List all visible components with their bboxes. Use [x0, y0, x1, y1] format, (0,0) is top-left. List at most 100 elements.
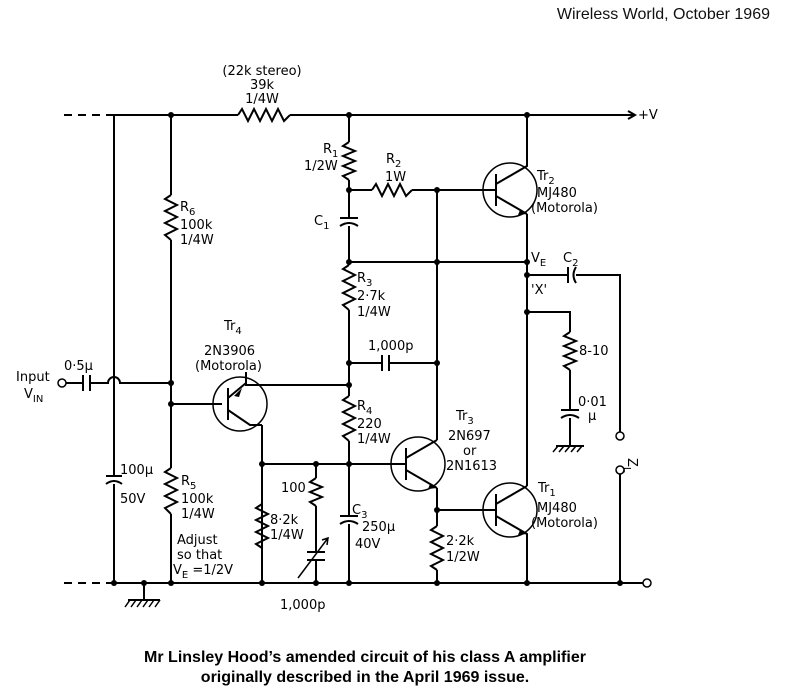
svg-text:1/2W: 1/2W [446, 550, 480, 565]
positive-supply-rail [64, 110, 638, 120]
svg-text:Input: Input [16, 370, 50, 385]
svg-text:C3: C3 [352, 503, 367, 521]
zobel-resistor-8-10 [561, 331, 579, 371]
caption-line-1: Mr Linsley Hood’s amended circuit of his… [144, 649, 586, 666]
resistor-r1 [340, 141, 358, 181]
capacitor-c1 [339, 217, 359, 227]
label-decoupling-capacitor: 100μ 50V [120, 463, 153, 507]
resistor-r6 [162, 194, 180, 241]
label-input-capacitor: 0·5μ [64, 359, 93, 374]
label-r6: R6 100k 1/4W [180, 200, 214, 248]
label-resistor-8-2k: 8·2k 1/4W [270, 513, 304, 543]
svg-text:0·01: 0·01 [578, 395, 607, 410]
caption-line-2: originally described in the April 1969 i… [200, 669, 530, 686]
svg-text:so that: so that [177, 548, 222, 563]
svg-text:2N3906: 2N3906 [204, 344, 255, 359]
transistor-tr3 [390, 436, 446, 492]
svg-text:2N697: 2N697 [448, 429, 491, 444]
header-citation: Wireless World, October 1969 [556, 6, 770, 23]
svg-text:1/4W: 1/4W [180, 233, 214, 248]
svg-text:VE: VE [531, 251, 546, 269]
svg-text:2·7k: 2·7k [357, 289, 386, 304]
label-c2: C2 [563, 251, 578, 269]
svg-text:C1: C1 [314, 214, 329, 232]
svg-text:R4: R4 [357, 399, 372, 417]
label-r3: R3 2·7k 1/4W [357, 271, 391, 320]
label-zobel-resistor: 8-10 [579, 344, 609, 359]
figure-caption: Mr Linsley Hood’s amended circuit of his… [0, 648, 730, 688]
label-preset-resistor: 100 [281, 481, 306, 496]
label-tr1: Tr1 MJ480 (Motorola) [531, 481, 598, 531]
transistor-tr4 [212, 372, 268, 432]
svg-text:R5: R5 [181, 474, 196, 492]
label-tr4: Tr4 2N3906 (Motorola) [195, 319, 262, 374]
label-input: Input VIN [16, 370, 50, 405]
feedback-capacitor-1000p [381, 355, 390, 371]
ground-rail [64, 578, 652, 588]
svg-text:220: 220 [357, 417, 382, 432]
svg-text:MJ480: MJ480 [537, 501, 577, 516]
resistor-r2 [371, 181, 413, 199]
resistor-39k [237, 106, 291, 124]
svg-text:MJ480: MJ480 [537, 186, 577, 201]
label-tr2: Tr2 MJ480 (Motorola) [531, 169, 598, 216]
preset-resistor-100 [307, 477, 325, 507]
svg-text:C2: C2 [563, 251, 578, 269]
svg-text:100k: 100k [181, 492, 214, 507]
svg-text:Tr1: Tr1 [537, 481, 556, 499]
transistor-tr2 [482, 115, 538, 218]
label-zl: ZL [621, 458, 639, 473]
resistor-r3 [340, 264, 358, 311]
input-capacitor [82, 375, 91, 391]
label-vplus: +V [638, 108, 658, 123]
svg-text:1/4W: 1/4W [270, 528, 304, 543]
svg-text:R6: R6 [180, 200, 195, 218]
ground-symbol-zobel [552, 445, 584, 453]
svg-text:1/4W: 1/4W [245, 92, 279, 107]
svg-text:1/4W: 1/4W [357, 305, 391, 320]
svg-text:VIN: VIN [24, 387, 43, 405]
svg-text:1/4W: 1/4W [357, 432, 391, 447]
svg-text:2·2k: 2·2k [446, 534, 475, 549]
svg-text:40V: 40V [355, 537, 381, 552]
label-tr3: Tr3 2N697 or 2N1613 [446, 409, 497, 474]
svg-text:1W: 1W [385, 170, 406, 185]
circuit-schematic: (22k stereo) 39k 1/4W +V R1 1/2W R2 1W T… [16, 64, 658, 613]
svg-text:39k: 39k [250, 78, 275, 93]
svg-text:100k: 100k [180, 218, 213, 233]
label-resistor-2-2k: 2·2k 1/2W [446, 534, 480, 565]
svg-text:R3: R3 [357, 271, 372, 289]
label-zobel-capacitor: 0·01 μ [578, 395, 607, 424]
ground-symbol-main [124, 583, 161, 608]
input-terminal [57, 378, 67, 388]
svg-text:Tr4: Tr4 [223, 319, 242, 337]
svg-text:or: or [463, 444, 477, 459]
svg-text:μ: μ [588, 409, 596, 424]
svg-text:ZL: ZL [621, 458, 639, 473]
svg-text:(Motorola): (Motorola) [531, 516, 598, 531]
svg-text:R2: R2 [386, 152, 401, 170]
label-r2: R2 1W [385, 152, 406, 185]
label-c3: C3 250μ 40V [352, 503, 395, 552]
junction-dots [111, 112, 623, 586]
label-ve: VE [531, 251, 546, 269]
svg-text:8·2k: 8·2k [270, 513, 299, 528]
resistor-8-2k [253, 503, 271, 549]
label-feedback-capacitor: 1,000p [368, 339, 413, 354]
resistor-2-2k [428, 525, 446, 571]
label-x-point: 'X' [531, 283, 547, 298]
capacitor-c3 [339, 515, 359, 525]
svg-text:(22k stereo): (22k stereo) [222, 64, 301, 79]
svg-text:50V: 50V [120, 492, 146, 507]
svg-text:(Motorola): (Motorola) [531, 201, 598, 216]
resistor-r5 [162, 467, 180, 515]
trimmer-capacitor-1000p [297, 536, 329, 579]
label-adjust-note: Adjust so that VE =1/2V [173, 533, 233, 581]
svg-text:(Motorola): (Motorola) [195, 359, 262, 374]
svg-text:250μ: 250μ [362, 520, 395, 535]
label-r1: R1 1/2W [304, 142, 338, 174]
svg-text:VE =1/2V: VE =1/2V [173, 563, 233, 581]
resistor-r4 [340, 395, 358, 442]
svg-text:Tr3: Tr3 [455, 409, 474, 427]
svg-text:1/2W: 1/2W [304, 159, 338, 174]
